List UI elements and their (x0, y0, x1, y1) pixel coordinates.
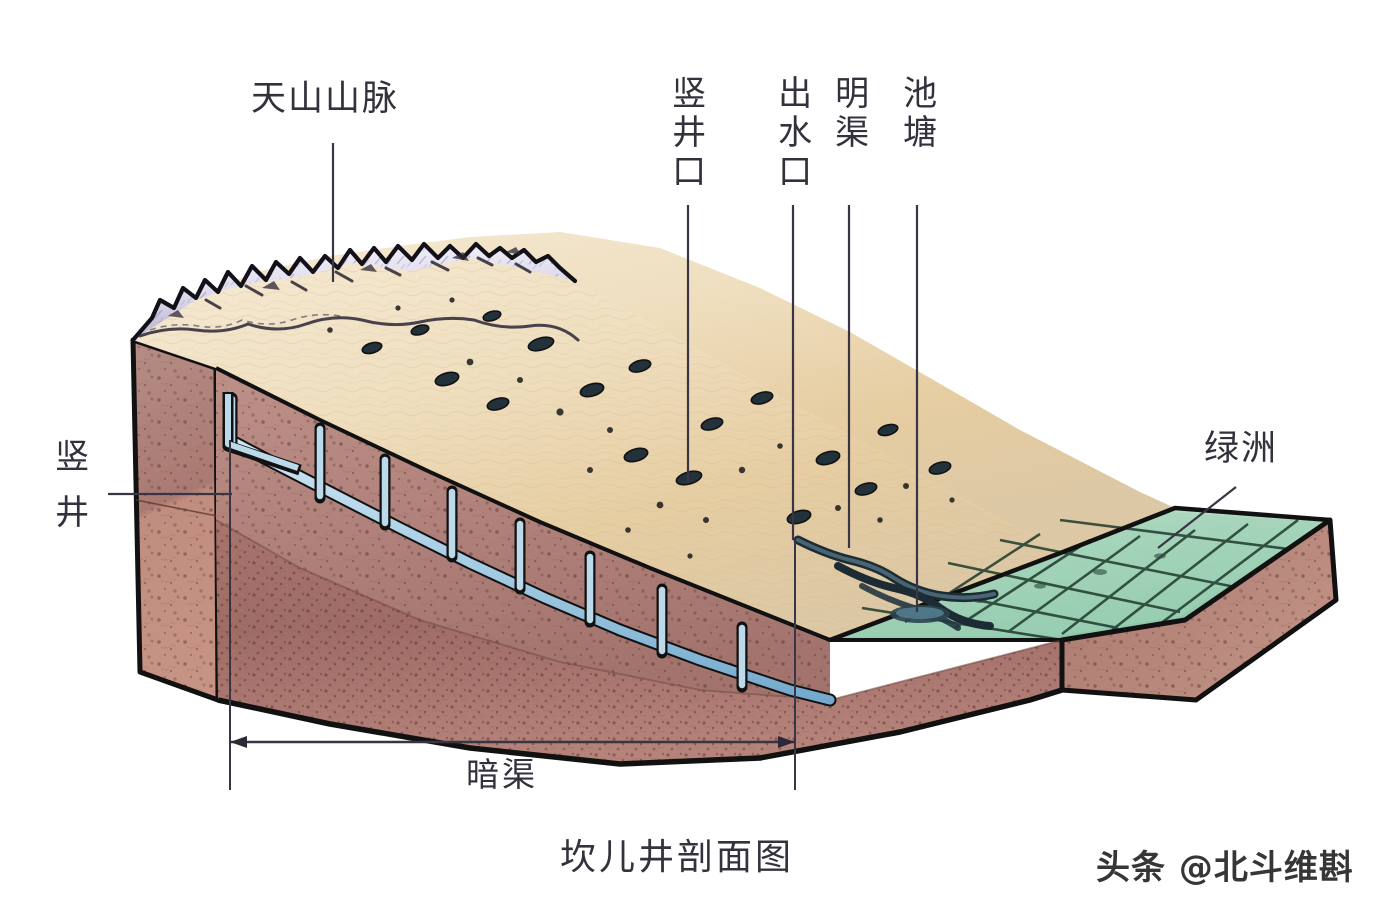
label-underground-channel: 暗渠 (466, 755, 538, 794)
tianshan-snow-peaks (130, 241, 580, 343)
pond (890, 605, 950, 623)
vertical-well-shafts (222, 392, 748, 693)
label-well-mouth: 竖井口 (665, 75, 706, 192)
open-canal (793, 535, 999, 631)
dimension-underground-channel (229, 440, 796, 790)
oasis-fields (829, 505, 1331, 643)
watermark: 头条 @北斗维斟 (1096, 848, 1354, 888)
leader-lines (108, 143, 1237, 612)
figure-caption: 坎儿井剖面图 (560, 837, 795, 878)
right-end-face (1059, 517, 1339, 703)
terrain-block (130, 232, 1339, 767)
left-cut-face (130, 337, 221, 703)
well-mouth-openings (327, 297, 955, 559)
karez-system (222, 392, 999, 707)
label-outlet: 出水口 (771, 75, 812, 192)
label-open-canal: 明渠 (828, 75, 869, 153)
label-oasis: 绿洲 (1204, 429, 1279, 469)
leader-oasis (1157, 486, 1237, 549)
label-pond: 池塘 (896, 75, 937, 153)
label-well-shaft: 竖井 (48, 438, 89, 550)
label-tianshan-mountains: 天山山脉 (251, 79, 400, 119)
